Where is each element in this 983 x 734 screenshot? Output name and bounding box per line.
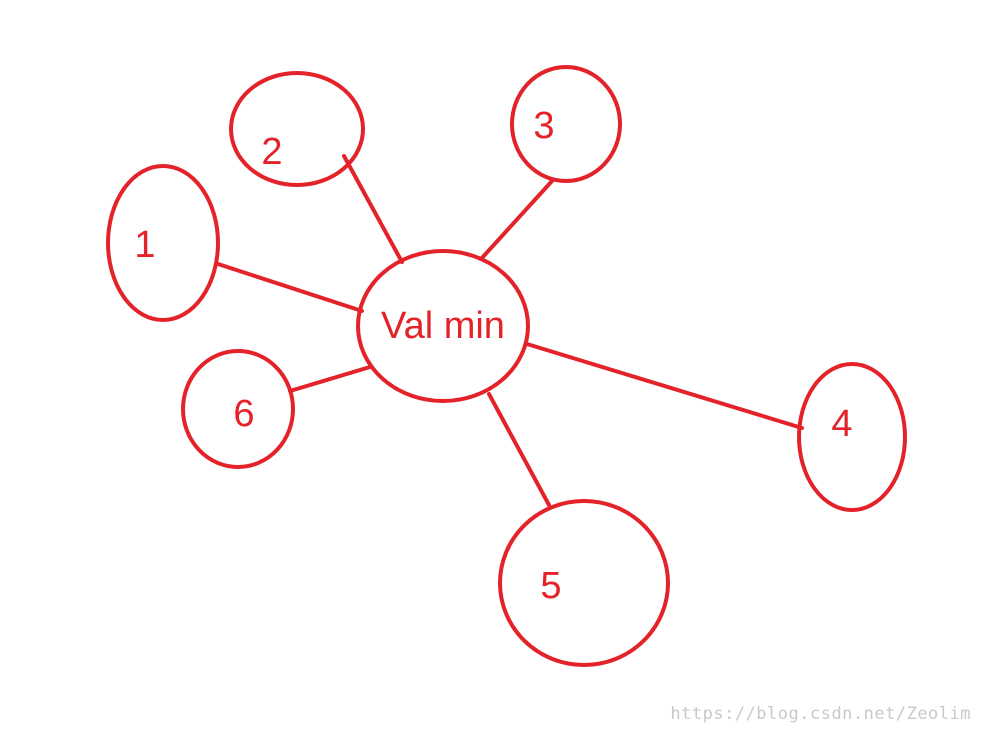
node-label: 1 bbox=[134, 224, 155, 266]
edge-center-to-n3 bbox=[479, 179, 554, 261]
node-ellipse bbox=[498, 499, 670, 667]
edge-center-to-n6 bbox=[288, 365, 372, 393]
watermark-text: https://blog.csdn.net/Zeolim bbox=[670, 704, 971, 724]
node-label: 2 bbox=[261, 131, 282, 173]
node-ellipse bbox=[510, 65, 622, 183]
center-node-label: Val min bbox=[381, 305, 505, 347]
edge-center-to-n1 bbox=[216, 262, 364, 313]
node-4: 4 bbox=[797, 362, 907, 512]
node-ellipse bbox=[229, 71, 365, 187]
center-node-ellipse bbox=[356, 249, 530, 403]
node-label: 6 bbox=[233, 393, 254, 435]
center-node: Val min bbox=[356, 249, 530, 403]
node-label: 3 bbox=[533, 105, 554, 147]
node-1: 1 bbox=[106, 164, 220, 322]
nodes-layer: Val min 1 2 3 4 5 6 bbox=[106, 65, 907, 667]
node-label: 5 bbox=[540, 565, 561, 607]
node-2: 2 bbox=[229, 71, 365, 187]
edge-center-to-n4 bbox=[525, 342, 804, 430]
edge-center-to-n5 bbox=[487, 392, 551, 507]
node-3: 3 bbox=[510, 65, 622, 183]
edge-center-to-n2 bbox=[342, 154, 404, 264]
node-6: 6 bbox=[181, 349, 295, 469]
node-ellipse bbox=[797, 362, 907, 512]
node-ellipse bbox=[181, 349, 295, 469]
node-label: 4 bbox=[831, 403, 852, 445]
edges-layer bbox=[216, 154, 804, 507]
node-ellipse bbox=[106, 164, 220, 322]
node-5: 5 bbox=[498, 499, 670, 667]
